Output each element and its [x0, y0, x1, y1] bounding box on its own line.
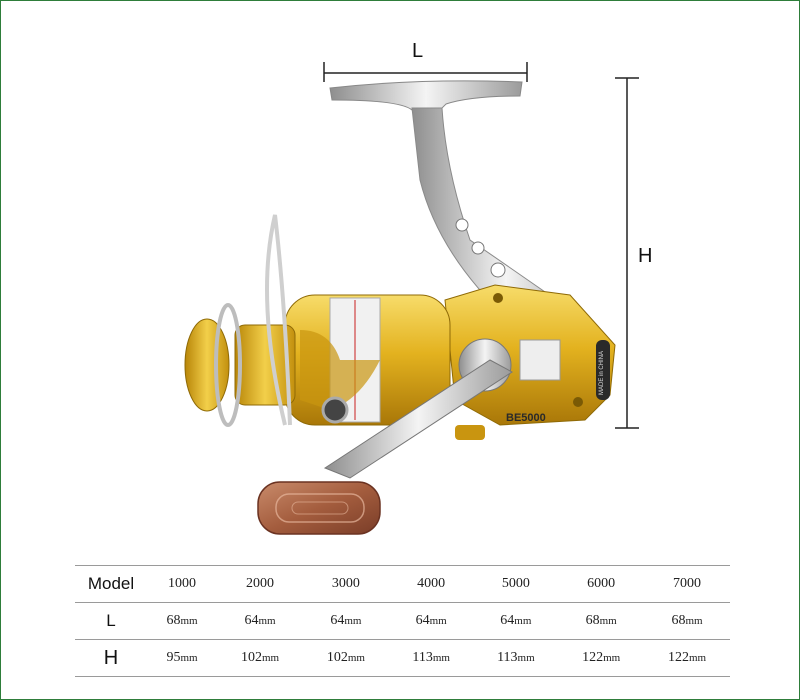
table-cell: 64mm: [500, 613, 532, 628]
table-cell: 68mm: [671, 613, 703, 628]
table-cell: 122mm: [667, 650, 707, 665]
table-cell: 5000: [501, 576, 530, 591]
height-dimension-marker: [615, 77, 639, 429]
table-row-height: H 95mm 102mm 102mm 113mm 113mm 122mm 122…: [75, 640, 730, 677]
table-cell: 95mm: [166, 650, 198, 665]
table-cell: 102mm: [326, 650, 365, 665]
table-cell: 6000: [587, 576, 616, 591]
table-cell: 122mm: [582, 650, 621, 665]
table-row-model: Model 1000 2000 3000 4000 5000 6000 7000: [75, 565, 730, 603]
reel-spool: [184, 294, 451, 427]
height-label: H: [638, 245, 653, 267]
model-marking: BE5000: [506, 412, 546, 424]
table-row-length: L 68mm 64mm 64mm 64mm 64mm 68mm 68mm: [75, 603, 730, 640]
table-cell: 102mm: [240, 650, 280, 665]
made-in-marking: MADE in CHINA: [599, 351, 605, 395]
row-label-model: Model: [87, 574, 135, 593]
spec-table: Model 1000 2000 3000 4000 5000 6000 7000…: [75, 565, 730, 677]
table-cell: 113mm: [497, 650, 535, 665]
length-label: L: [412, 40, 424, 62]
table-cell: 113mm: [412, 650, 450, 665]
table-cell: 7000: [673, 576, 702, 591]
table-cell: 68mm: [166, 613, 198, 628]
wood-handle-knob: [257, 481, 381, 535]
table-cell: 68mm: [585, 613, 617, 628]
handle-arm: [323, 338, 513, 479]
table-cell: 64mm: [330, 613, 362, 628]
table-cell: 3000: [331, 576, 360, 591]
fishing-reel-image: MADE in CHINA BE5000: [184, 62, 639, 535]
bail-wire: [265, 214, 292, 426]
table-cell: 64mm: [244, 613, 276, 628]
row-label-height: H: [103, 646, 119, 669]
table-cell: 4000: [417, 576, 446, 591]
row-label-length: L: [106, 611, 116, 630]
table-cell: 2000: [246, 576, 275, 591]
table-cell: 64mm: [415, 613, 447, 628]
table-cell: 1000: [168, 576, 197, 591]
length-dimension-marker: [323, 62, 528, 82]
